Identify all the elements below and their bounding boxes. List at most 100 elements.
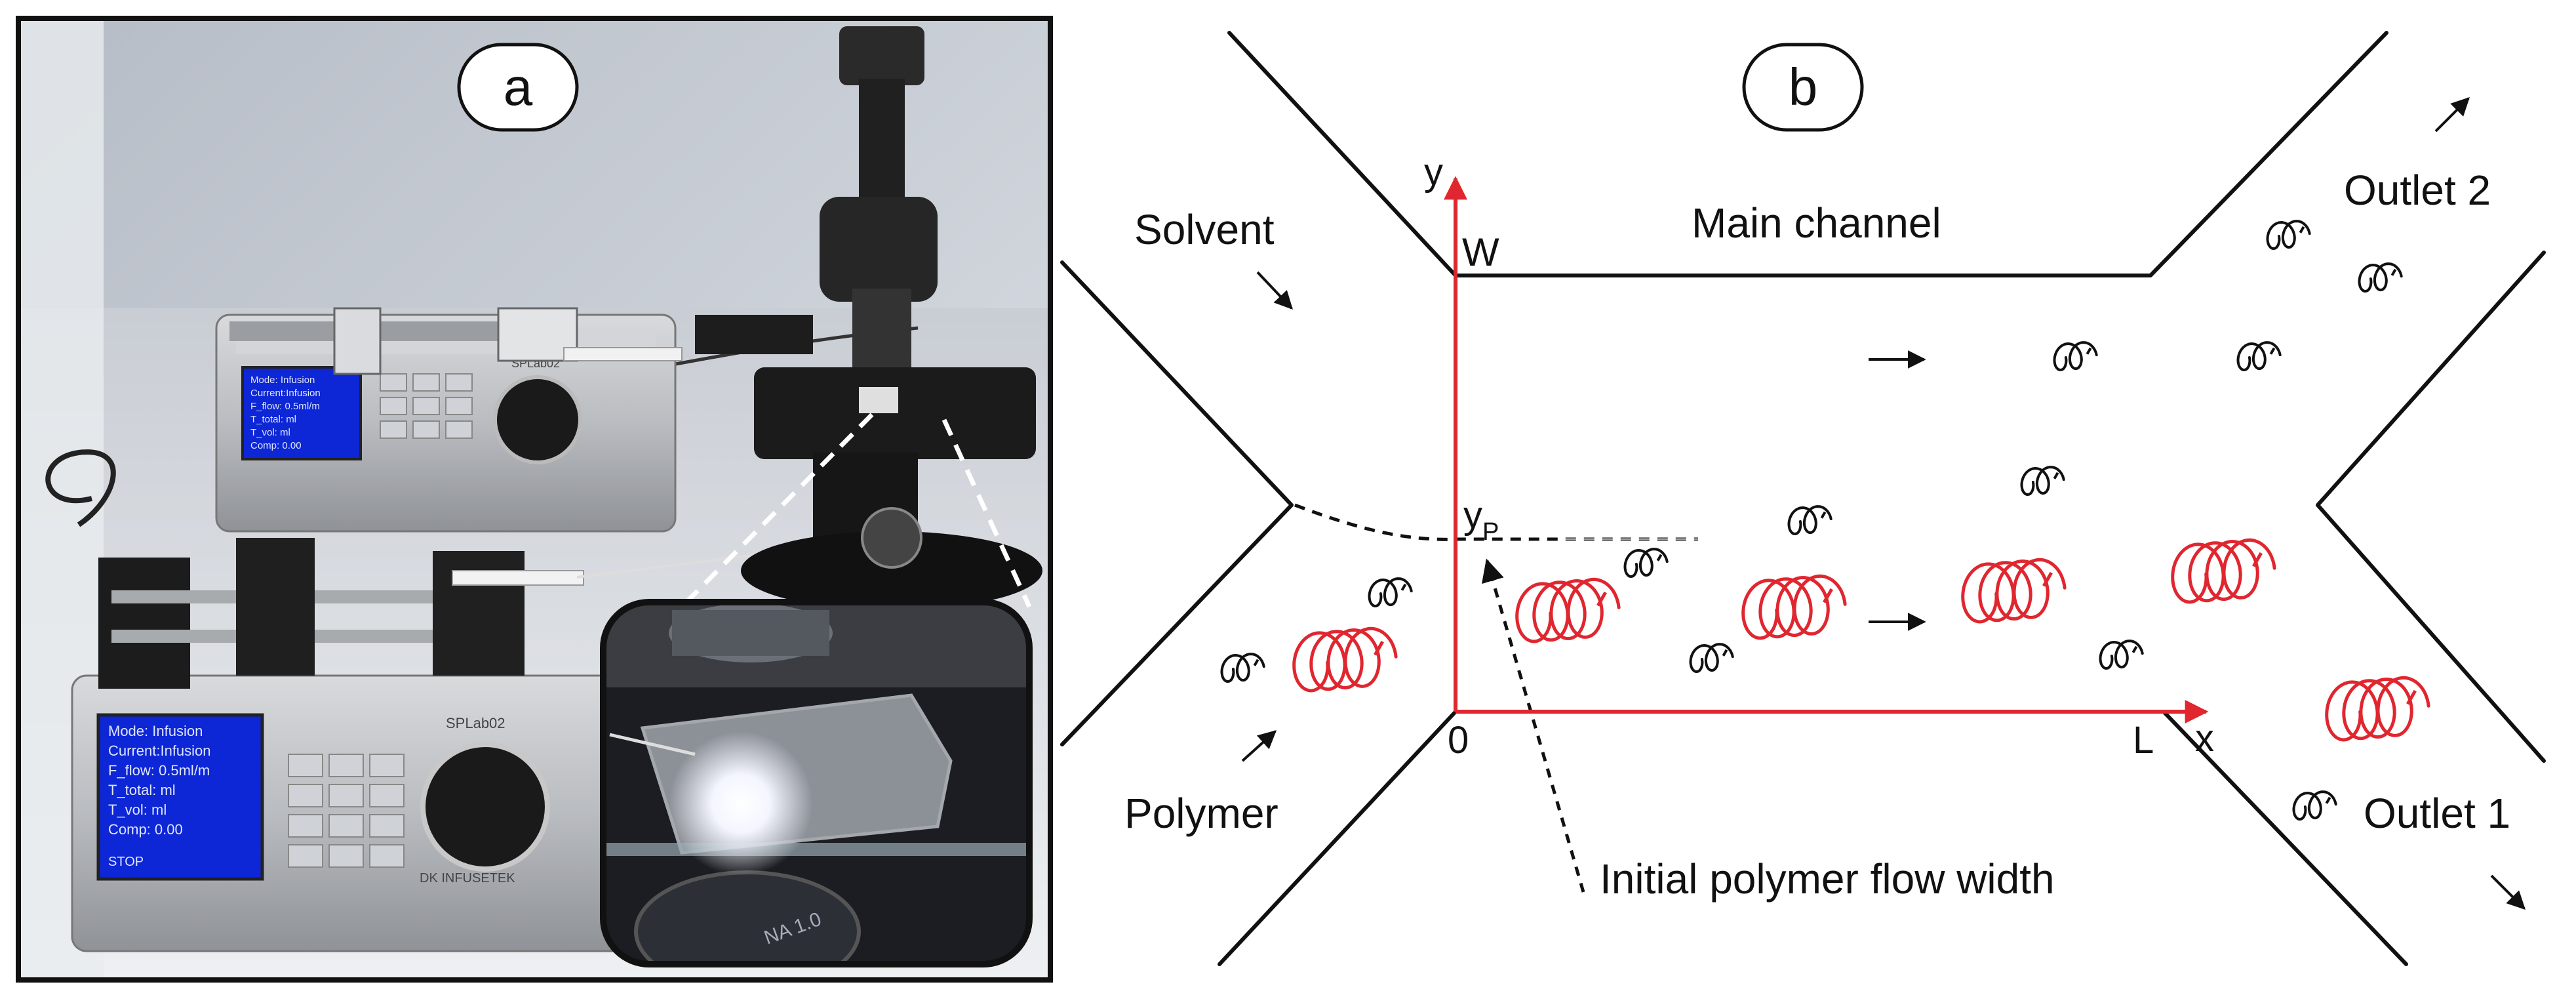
solvent-coil	[1787, 505, 1833, 536]
pump-bottom-screen-footer: STOP	[108, 855, 144, 869]
solvent-coil-tail	[1656, 554, 1663, 561]
panel-a-label-oval	[457, 43, 579, 132]
zoom-line-right	[941, 418, 1032, 608]
polymer-coil	[1292, 626, 1398, 693]
pump-top-screen-line: Comp: 0.00	[250, 440, 302, 451]
solvent-coil-tail	[2299, 226, 2305, 234]
solvent-coil	[2099, 640, 2144, 670]
solvent-coil-tail	[2390, 268, 2397, 276]
syringe-pump-bottom: Mode: Infusion Current:Infusion F_flow: …	[71, 537, 892, 952]
polymer-coil-tail	[2042, 571, 2053, 587]
inset-light-glow	[669, 731, 813, 876]
main-channel-label: Main channel	[1692, 199, 1941, 247]
pump-bottom-screen-line: F_flow: 0.5ml/m	[108, 762, 210, 779]
inset-frame	[600, 599, 1033, 967]
initial-width-label: Initial polymer flow width	[1600, 855, 2055, 903]
origin-label: 0	[1448, 719, 1469, 762]
solvent-coil	[1220, 653, 1265, 683]
pump-bottom-pusher	[236, 538, 315, 676]
yp-label-base: y	[1463, 494, 1482, 537]
outlet-2-label: Outlet 2	[2344, 167, 2491, 214]
polymer-coil	[1515, 577, 1621, 643]
pump-bottom-screen-line: Mode: Infusion	[108, 723, 203, 739]
x-axis-label: x	[2195, 717, 2214, 760]
channel-wall-bottom	[1218, 710, 2408, 966]
inset-needle	[609, 733, 696, 756]
pump-top-screen-line: F_flow: 0.5ml/m	[250, 401, 320, 412]
polymer-coil-tail	[2406, 689, 2417, 705]
panel-b-label: b	[1789, 58, 1818, 116]
pump-top-syringe	[563, 347, 683, 361]
pump-top-block	[333, 307, 382, 375]
polymer-coil-tail	[1596, 591, 1607, 607]
outlet-2-arrow	[2434, 97, 2470, 132]
solvent-coil	[2053, 341, 2098, 372]
y-axis-label: y	[1424, 151, 1443, 193]
pump-bottom-knob	[420, 742, 550, 872]
solvent-coil	[2292, 790, 2337, 821]
chip-on-stage	[859, 387, 898, 413]
panel-a-label-badge: a	[457, 43, 579, 132]
initial-width-pointer	[1482, 558, 1585, 893]
channel-wall-left-junction	[1060, 260, 1294, 746]
microscope-objective	[852, 289, 911, 367]
solvent-coil-tail	[1820, 511, 1827, 519]
microscope	[695, 26, 1042, 610]
solvent-coil	[1368, 577, 1413, 608]
pump-bottom-brand: SPLab02	[446, 715, 505, 731]
solvent-inlet-arrow	[1256, 271, 1293, 310]
zoom-line-left	[680, 413, 874, 609]
solvent-label: Solvent	[1134, 206, 1275, 253]
polymer-coil-tail	[1374, 640, 1384, 656]
power-cable	[45, 449, 116, 527]
microscope-camera	[839, 26, 924, 85]
panel-b-diagram	[1060, 31, 2546, 966]
polymer-coil	[1961, 558, 2067, 624]
channel-wall-top	[1227, 31, 2388, 277]
outlet-1-label: Outlet 1	[2364, 790, 2510, 837]
interface-curve	[1294, 503, 1698, 541]
pump-bottom-syringe	[452, 570, 584, 586]
microscope-light	[861, 507, 922, 569]
polymer-label: Polymer	[1124, 790, 1278, 837]
solvent-coil-tail	[2053, 472, 2059, 479]
solvent-coil	[2020, 466, 2065, 497]
solvent-coil-tail	[1253, 659, 1259, 666]
pump-bottom-keypad	[288, 754, 405, 868]
yp-label: yP	[1463, 494, 1499, 546]
solvent-coil-tail	[2269, 347, 2276, 355]
solvent-coil-tail	[1722, 649, 1728, 657]
pump-top-screen-line: T_vol: ml	[250, 427, 290, 438]
solvent-coil-tail	[2325, 796, 2331, 804]
solvent-coil-tail	[2131, 645, 2138, 653]
pump-top-screen	[241, 366, 362, 460]
inset-objective-body	[672, 610, 829, 656]
pump-bottom-screen-line: T_total: ml	[108, 782, 176, 798]
polymer-coil	[1741, 574, 1847, 640]
panel-b-label-badge: b	[1742, 43, 1864, 132]
solvent-coil	[2236, 341, 2282, 372]
outlet-1-arrow	[2490, 874, 2526, 910]
panel-a-border	[16, 16, 1053, 983]
yp-label-sub: P	[1482, 518, 1499, 546]
microscope-head	[820, 197, 938, 302]
polymer-coil-tail	[2252, 552, 2263, 567]
panel-b-label-oval	[1742, 43, 1864, 132]
solvent-coil-tail	[1400, 583, 1407, 591]
coil-layer	[1220, 220, 2430, 821]
power-strip	[695, 315, 813, 354]
polymer-coil	[2171, 538, 2276, 604]
solvent-coil	[1689, 643, 1734, 674]
pump-bottom-maker: DK INFUSETEK	[420, 871, 515, 885]
solvent-coil	[2358, 262, 2403, 293]
polymer-coil	[2325, 676, 2430, 742]
pump-top-knob	[493, 375, 582, 464]
solvent-coil-tail	[2086, 347, 2092, 355]
pump-bottom-end-block	[98, 558, 190, 689]
polymer-coil-tail	[1823, 588, 1833, 603]
inset-chip-closeup: NA 1.0	[600, 599, 1033, 967]
syringe-pump-top: Mode: Infusion Current:Infusion F_flow: …	[215, 307, 683, 533]
panel-a-label: a	[504, 58, 533, 116]
pump-bottom-holder	[433, 551, 525, 676]
